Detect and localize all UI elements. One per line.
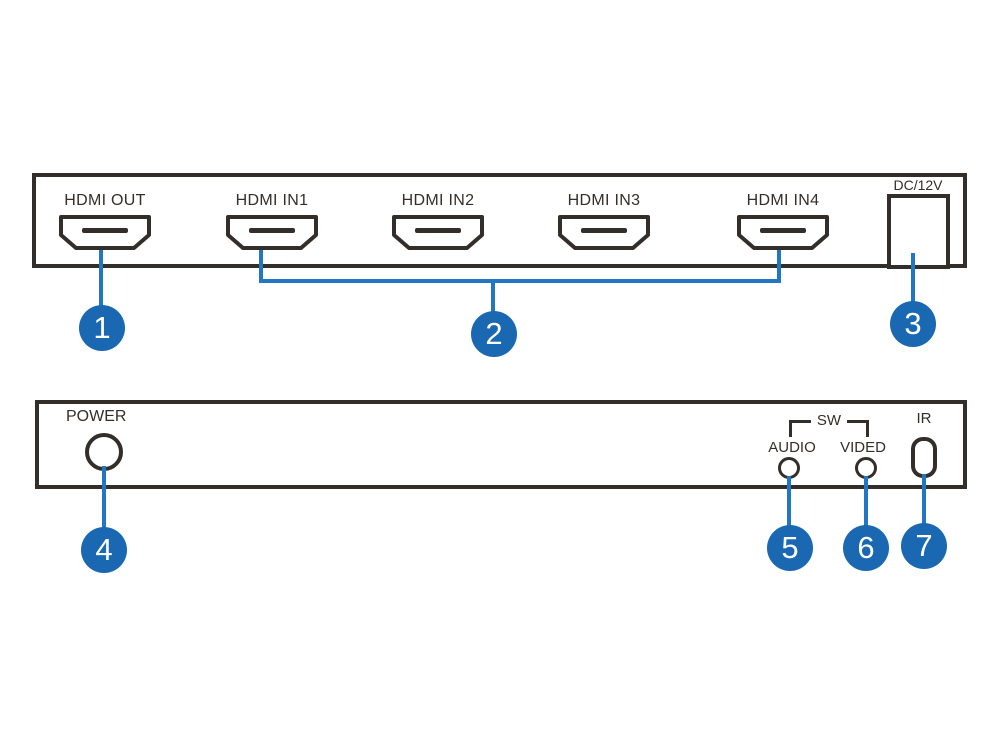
port-hdmi-out: HDMI OUT <box>35 192 175 252</box>
video-led-label: VIDED <box>840 439 886 456</box>
hdmi-connector-icon <box>59 215 151 250</box>
hdmi-connector-icon <box>226 215 318 250</box>
rear-panel: HDMI OUT HDMI IN1 HDMI IN2 HDMI IN3 <box>32 173 967 269</box>
callout-4-marker: 4 <box>81 527 127 573</box>
dc-jack <box>886 194 950 269</box>
sw-bracket-left-segment <box>789 420 811 423</box>
hdmi-in4-label: HDMI IN4 <box>746 192 820 209</box>
port-hdmi-in2: HDMI IN2 <box>368 192 508 252</box>
callout-2-marker: 2 <box>471 311 517 357</box>
port-hdmi-in3: HDMI IN3 <box>534 192 674 252</box>
callout-5-marker: 5 <box>767 525 813 571</box>
callout-5-line <box>787 476 791 527</box>
hdmi-connector-icon <box>392 215 484 250</box>
dc-jack-label: DC/12V <box>893 177 943 193</box>
callout-2-line-left <box>259 250 263 283</box>
port-hdmi-in1: HDMI IN1 <box>202 192 342 252</box>
callout-2-line-right <box>777 250 781 283</box>
callout-1-marker: 1 <box>79 305 125 351</box>
hdmi-in2-label: HDMI IN2 <box>401 192 475 209</box>
callout-2-bracket <box>259 279 781 283</box>
sw-bracket-right-tick <box>866 420 869 437</box>
callout-3-line <box>911 253 915 303</box>
port-hdmi-in4: HDMI IN4 <box>713 192 853 252</box>
callout-6-line <box>864 476 868 527</box>
callout-7-marker: 7 <box>901 523 947 569</box>
callout-7-line <box>922 474 926 525</box>
hdmi-in1-label: HDMI IN1 <box>235 192 309 209</box>
callout-6-marker: 6 <box>843 525 889 571</box>
hdmi-connector-icon <box>737 215 829 250</box>
dc-power-jack-group: DC/12V <box>886 177 950 269</box>
front-panel <box>35 400 967 489</box>
callout-2-drop-line <box>491 283 495 313</box>
callout-3-marker: 3 <box>890 301 936 347</box>
audio-led-label: AUDIO <box>768 439 816 456</box>
callout-1-line <box>99 250 103 307</box>
sw-bracket-left-tick <box>789 420 792 437</box>
hdmi-connector-icon <box>558 215 650 250</box>
ir-receiver-window <box>911 437 937 478</box>
hdmi-out-label: HDMI OUT <box>64 192 146 209</box>
callout-4-line <box>102 466 106 529</box>
ir-label: IR <box>916 410 932 427</box>
power-label: POWER <box>66 408 127 425</box>
sw-label: SW <box>816 412 842 429</box>
hdmi-in3-label: HDMI IN3 <box>567 192 641 209</box>
sw-bracket-right-segment <box>847 420 869 423</box>
